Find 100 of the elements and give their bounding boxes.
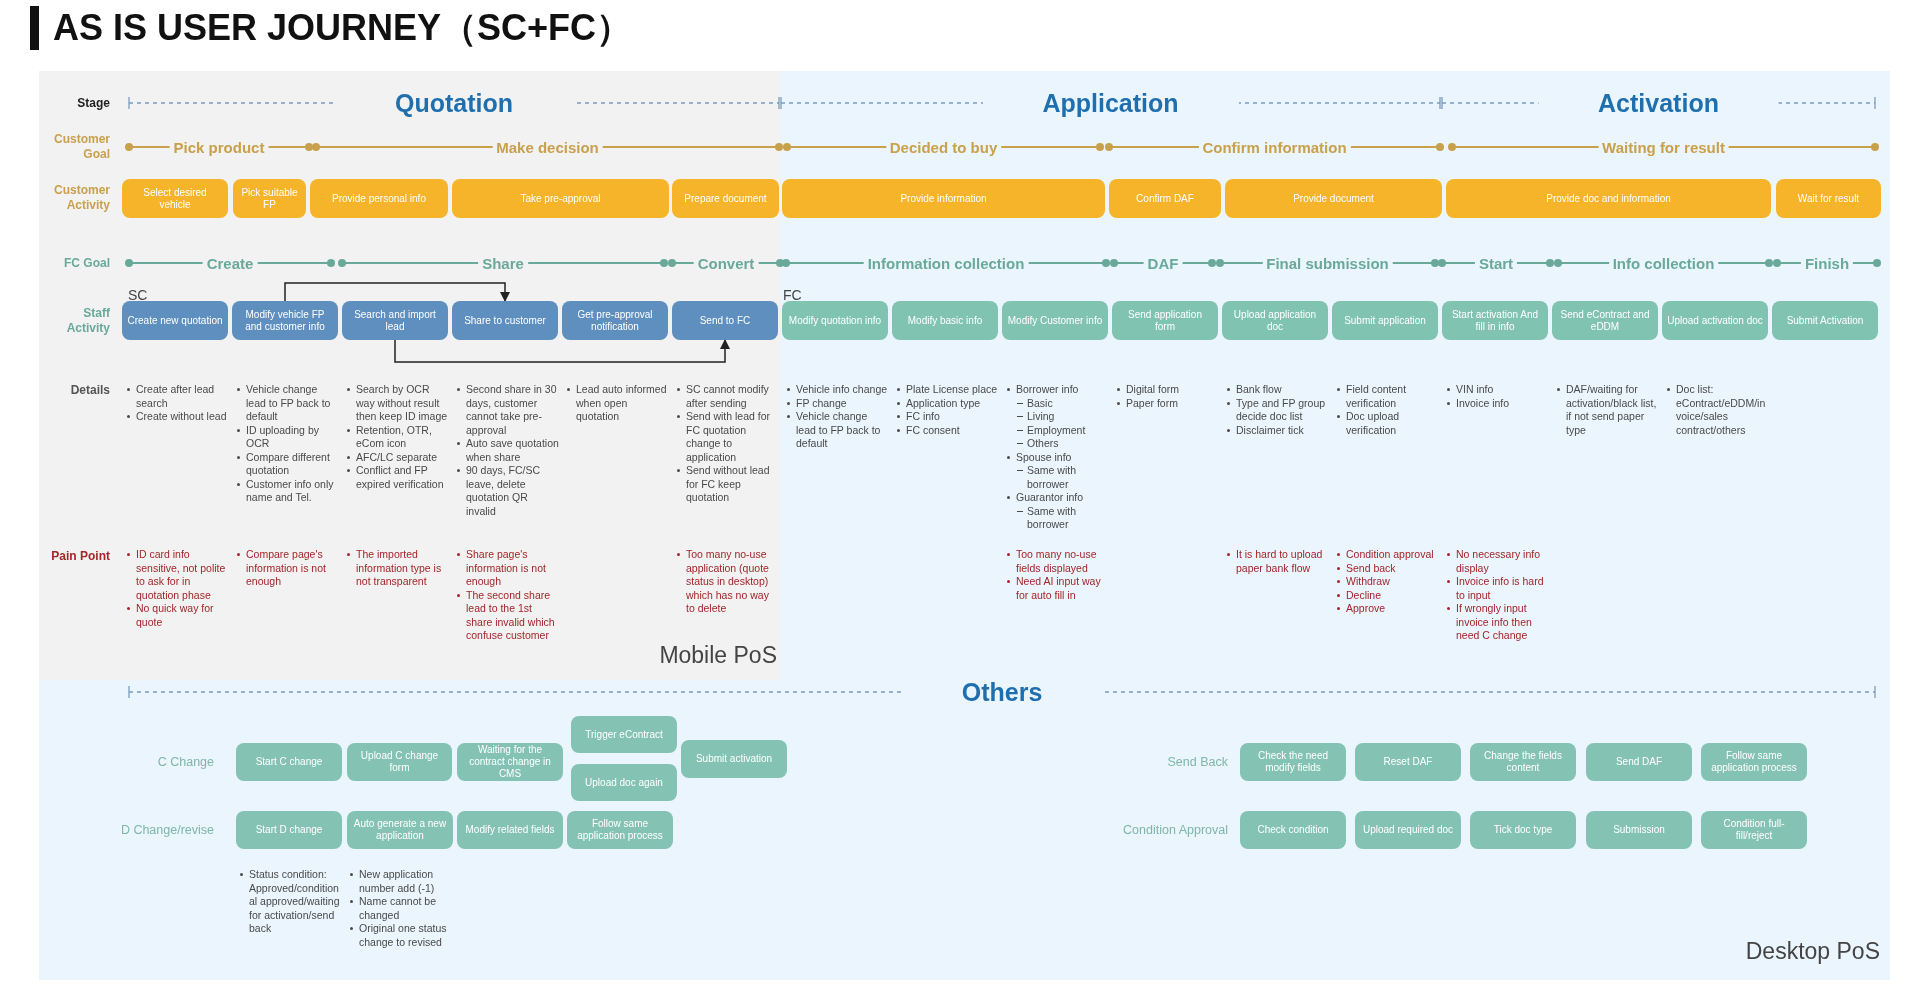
detail-item: VIN info: [1456, 383, 1495, 397]
row-header: Customer Goal: [53, 132, 110, 162]
pain-point-item: Decline: [1346, 588, 1383, 602]
staff-activity-box: Start activation And fill in info: [1442, 301, 1548, 340]
row-header: Stage: [76, 95, 110, 111]
process-box: Check the need modify fields: [1240, 743, 1346, 781]
detail-item: Compare different quotation: [246, 450, 331, 478]
connector-arrow: [284, 282, 511, 303]
pain-point-item: Compare page's information is not enough: [246, 548, 327, 589]
detail-item: Create after lead search: [136, 383, 216, 410]
detail-item: Same with borrower: [1027, 464, 1078, 491]
staff-activity-box: Modify vehicle FP and customer info: [232, 301, 338, 340]
detail-item: Send with lead for FC quotation change to application: [686, 410, 772, 464]
process-box: Condition full-fill/reject: [1701, 811, 1807, 849]
staff-activity-box: Search and import lead: [342, 301, 448, 340]
staff-activity-box: Share to customer: [452, 301, 558, 340]
pain-point-item: If wrongly input invoice info then need C change: [1456, 602, 1533, 643]
row-header: C Change: [156, 754, 214, 770]
detail-item: Guarantor info: [1016, 491, 1085, 505]
staff-activity-box: Send to FC: [672, 301, 778, 340]
pain-point-item: Invoice info is hard to input: [1456, 575, 1545, 602]
section-label: Desktop PoS: [1745, 938, 1880, 965]
detail-item: FC consent: [906, 423, 961, 437]
pain-point-item: Too many no-use fields displayed: [1016, 548, 1098, 575]
detail-item: Status condition: Approved/conditional approved/waiting for activation/send back: [249, 868, 341, 936]
staff-activity-box: Modify basic info: [892, 301, 998, 340]
role-label: FC: [783, 288, 802, 302]
detail-item: Second share in 30 days, customer cannot take pre-approval: [466, 383, 558, 437]
customer-activity-box: Take pre-approval: [452, 179, 669, 218]
pain-point-item: Withdraw: [1346, 575, 1391, 589]
staff-activity-box: Modify quotation info: [782, 301, 888, 340]
process-box: Send DAF: [1586, 743, 1692, 781]
staff-activity-box: Upload activation doc: [1662, 301, 1768, 340]
staff-activity-box: Submit Activation: [1772, 301, 1878, 340]
detail-item: Borrower info: [1016, 383, 1080, 397]
detail-item: DAF/waiting for activation/black list, if not send paper type: [1566, 383, 1658, 437]
process-box: Auto generate a new application: [347, 811, 453, 849]
row-header: Send Back: [1166, 754, 1228, 770]
staff-activity-box: Send eContract and eDDM: [1552, 301, 1658, 340]
pain-point-item: No quick way for quote: [136, 602, 215, 629]
process-box: Trigger eContract: [571, 716, 677, 753]
page-title: AS IS USER JOURNEY（SC+FC）: [30, 6, 633, 50]
staff-activity-box: Modify Customer info: [1002, 301, 1108, 340]
staff-activity-box: Upload application doc: [1222, 301, 1328, 340]
detail-item: Digital form: [1126, 383, 1181, 397]
detail-item: Search by OCR way without result then keep ID image: [356, 383, 449, 424]
pain-point-item: ID card info sensitive, not polite to ask for in quotation phase: [136, 548, 227, 602]
detail-item: Living: [1027, 410, 1056, 424]
detail-item: Field content verification: [1346, 383, 1408, 410]
process-box: Upload required doc: [1355, 811, 1461, 849]
staff-activity-box: Create new quotation: [122, 301, 228, 340]
row-header: Pain Point: [50, 548, 110, 564]
detail-item: Others: [1027, 437, 1060, 451]
pain-point-item: Condition approval: [1346, 548, 1435, 562]
detail-item: Auto save quotation when share: [466, 437, 559, 464]
staff-activity-box: Send application form: [1112, 301, 1218, 340]
detail-item: Conflict and FP expired verification: [356, 464, 445, 491]
process-box: Reset DAF: [1355, 743, 1461, 781]
process-box: Waiting for the contract change in CMS: [457, 743, 563, 781]
detail-item: Employment: [1027, 423, 1087, 437]
detail-item: Disclaimer tick: [1236, 423, 1305, 437]
customer-activity-box: Prepare document: [672, 179, 779, 218]
pain-point-item: The second share lead to the 1st share invalid which confuse customer: [466, 588, 556, 643]
pain-point-item: Too many no-use application (quote status in desktop) which has no way to delete: [686, 548, 770, 616]
process-box: Upload C change form: [347, 743, 452, 781]
detail-item: Name cannot be changed: [359, 895, 438, 922]
detail-item: Application type: [906, 396, 982, 410]
detail-item: New application number add (-1): [359, 868, 436, 895]
customer-activity-box: Pick suitable FP: [233, 179, 306, 218]
detail-item: Type and FP group decide doc list: [1236, 396, 1327, 424]
pain-point-item: It is hard to upload paper bank flow: [1236, 548, 1324, 575]
detail-item: AFC/LC separate: [356, 450, 439, 464]
process-box: Follow same application process: [1701, 743, 1807, 781]
detail-item: FP change: [796, 396, 848, 410]
detail-item: Bank flow: [1236, 383, 1283, 397]
detail-item: Customer info only name and Tel.: [246, 477, 335, 505]
row-header: FC Goal: [63, 255, 110, 271]
process-box: Submission: [1586, 811, 1692, 849]
row-header: Condition Approval: [1122, 822, 1228, 838]
customer-activity-box: Select desired vehicle: [122, 179, 228, 218]
row-header: D Change/revise: [119, 822, 214, 838]
process-box: Change the fields content: [1470, 743, 1576, 781]
detail-item: Vehicle change lead to FP back to default: [246, 383, 332, 424]
detail-item: Send without lead for FC keep quotation: [686, 464, 771, 505]
process-box: Upload doc again: [571, 764, 677, 801]
process-box: Tick doc type: [1470, 811, 1576, 849]
detail-item: Retention, OTR, eCom icon: [356, 423, 433, 451]
customer-activity-box: Provide document: [1225, 179, 1442, 218]
row-header: Staff Activity: [65, 306, 110, 336]
pain-point-item: Share page's information is not enough: [466, 548, 547, 589]
customer-activity-box: Confirm DAF: [1109, 179, 1221, 218]
detail-item: Create without lead: [136, 410, 228, 424]
staff-activity-box: Get pre-approval notification: [562, 301, 668, 340]
detail-item: Vehicle change lead to FP back to default: [796, 410, 882, 451]
detail-item: SC cannot modify after sending: [686, 383, 770, 410]
customer-activity-box: Provide doc and information: [1446, 179, 1771, 218]
process-box: Start D change: [236, 811, 342, 849]
detail-item: FC info: [906, 410, 941, 424]
detail-item: Basic: [1027, 396, 1054, 410]
pain-point-item: The imported information type is not transparent: [356, 548, 443, 589]
